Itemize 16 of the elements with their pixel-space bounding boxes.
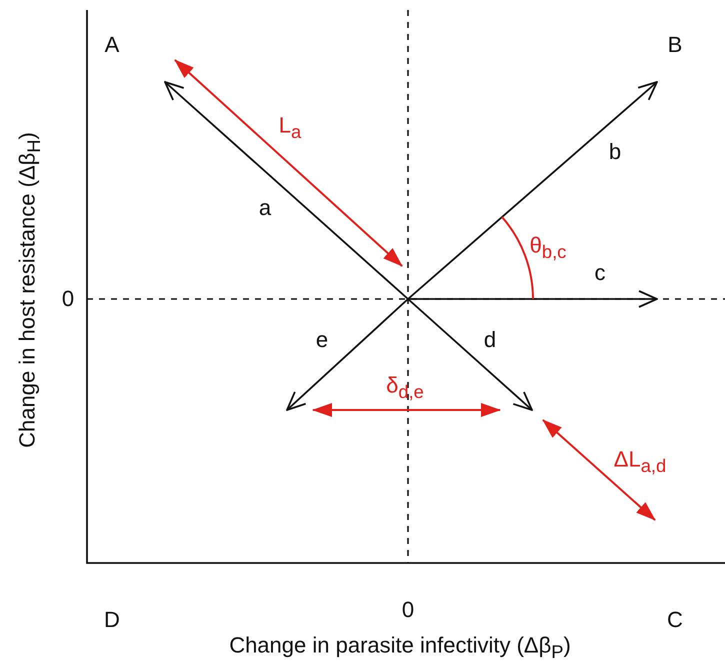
distance-label: δ$_{d,e}$ xyxy=(386,374,424,402)
vector-label: d xyxy=(484,328,496,352)
corner-label: D xyxy=(104,608,120,632)
vector-label: a xyxy=(258,196,272,220)
tick-label: 0 xyxy=(62,286,74,312)
vector-label: b xyxy=(608,140,622,164)
vector-label: e xyxy=(316,328,328,352)
vector-label: c xyxy=(594,260,606,286)
length-difference-label: ΔL$_{a,d}$ xyxy=(614,448,666,476)
corner-label: C xyxy=(667,608,683,632)
tick-label: 0 xyxy=(402,598,414,622)
corner-label: A xyxy=(104,32,120,58)
length-label: L$_{a}$ xyxy=(278,114,302,142)
angle-label: θ$_{b,c}$ xyxy=(530,234,566,262)
corner-label: B xyxy=(668,32,682,58)
x-axis-title: Change in parasite infectivity (Δβ$_{P}$) xyxy=(229,634,571,662)
